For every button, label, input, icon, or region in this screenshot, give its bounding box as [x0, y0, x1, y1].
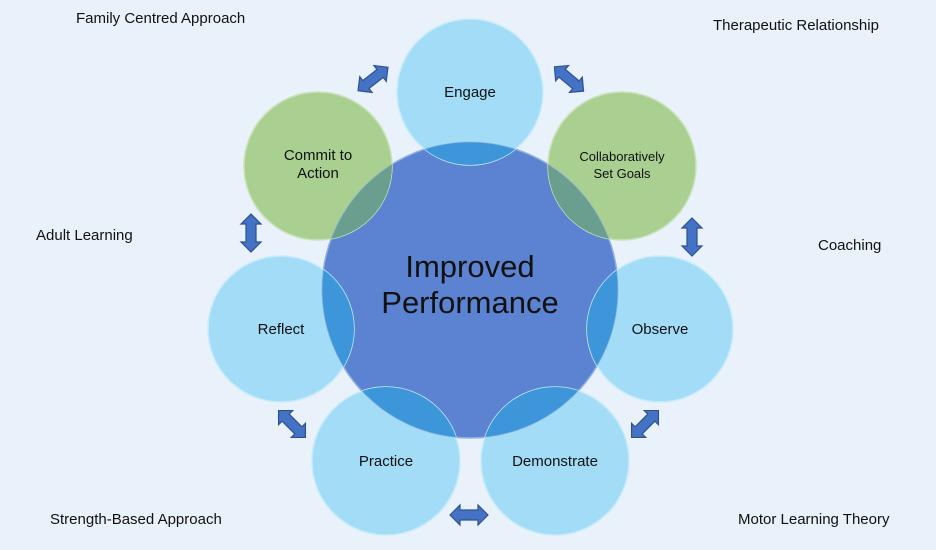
- center-title-line2: Performance: [381, 285, 558, 320]
- collaboratively-set-goals-label-line2: Set Goals: [593, 166, 651, 181]
- demonstrate-practice-arrow: [449, 504, 489, 526]
- observe-demonstrate-arrow: [623, 402, 667, 446]
- commit-to-action-label-line1: Commit to: [284, 147, 352, 164]
- engage-label: Engage: [444, 84, 496, 101]
- goals-observe-arrow: [681, 217, 703, 257]
- center-title-line1: Improved: [405, 249, 534, 284]
- demonstrate-label: Demonstrate: [512, 453, 598, 470]
- strength-based-approach-label: Strength-Based Approach: [50, 511, 222, 528]
- observe-label: Observe: [632, 321, 689, 338]
- therapeutic-relationship-label: Therapeutic Relationship: [713, 17, 879, 34]
- commit-engage-arrow: [351, 58, 395, 100]
- motor-learning-theory-label: Motor Learning Theory: [738, 511, 890, 528]
- practice-reflect-arrow: [270, 402, 314, 446]
- collaboratively-set-goals-label-line1: Collaboratively: [579, 149, 665, 164]
- adult-learning-label: Adult Learning: [36, 227, 133, 244]
- coaching-label: Coaching: [818, 237, 882, 254]
- family-centred-approach-label: Family Centred Approach: [76, 10, 246, 27]
- reflect-label: Reflect: [258, 321, 306, 338]
- commit-to-action-label-line2: Action: [297, 165, 339, 182]
- engage-goals-arrow: [547, 58, 591, 100]
- reflect-commit-arrow: [240, 213, 262, 253]
- practice-label: Practice: [359, 453, 413, 470]
